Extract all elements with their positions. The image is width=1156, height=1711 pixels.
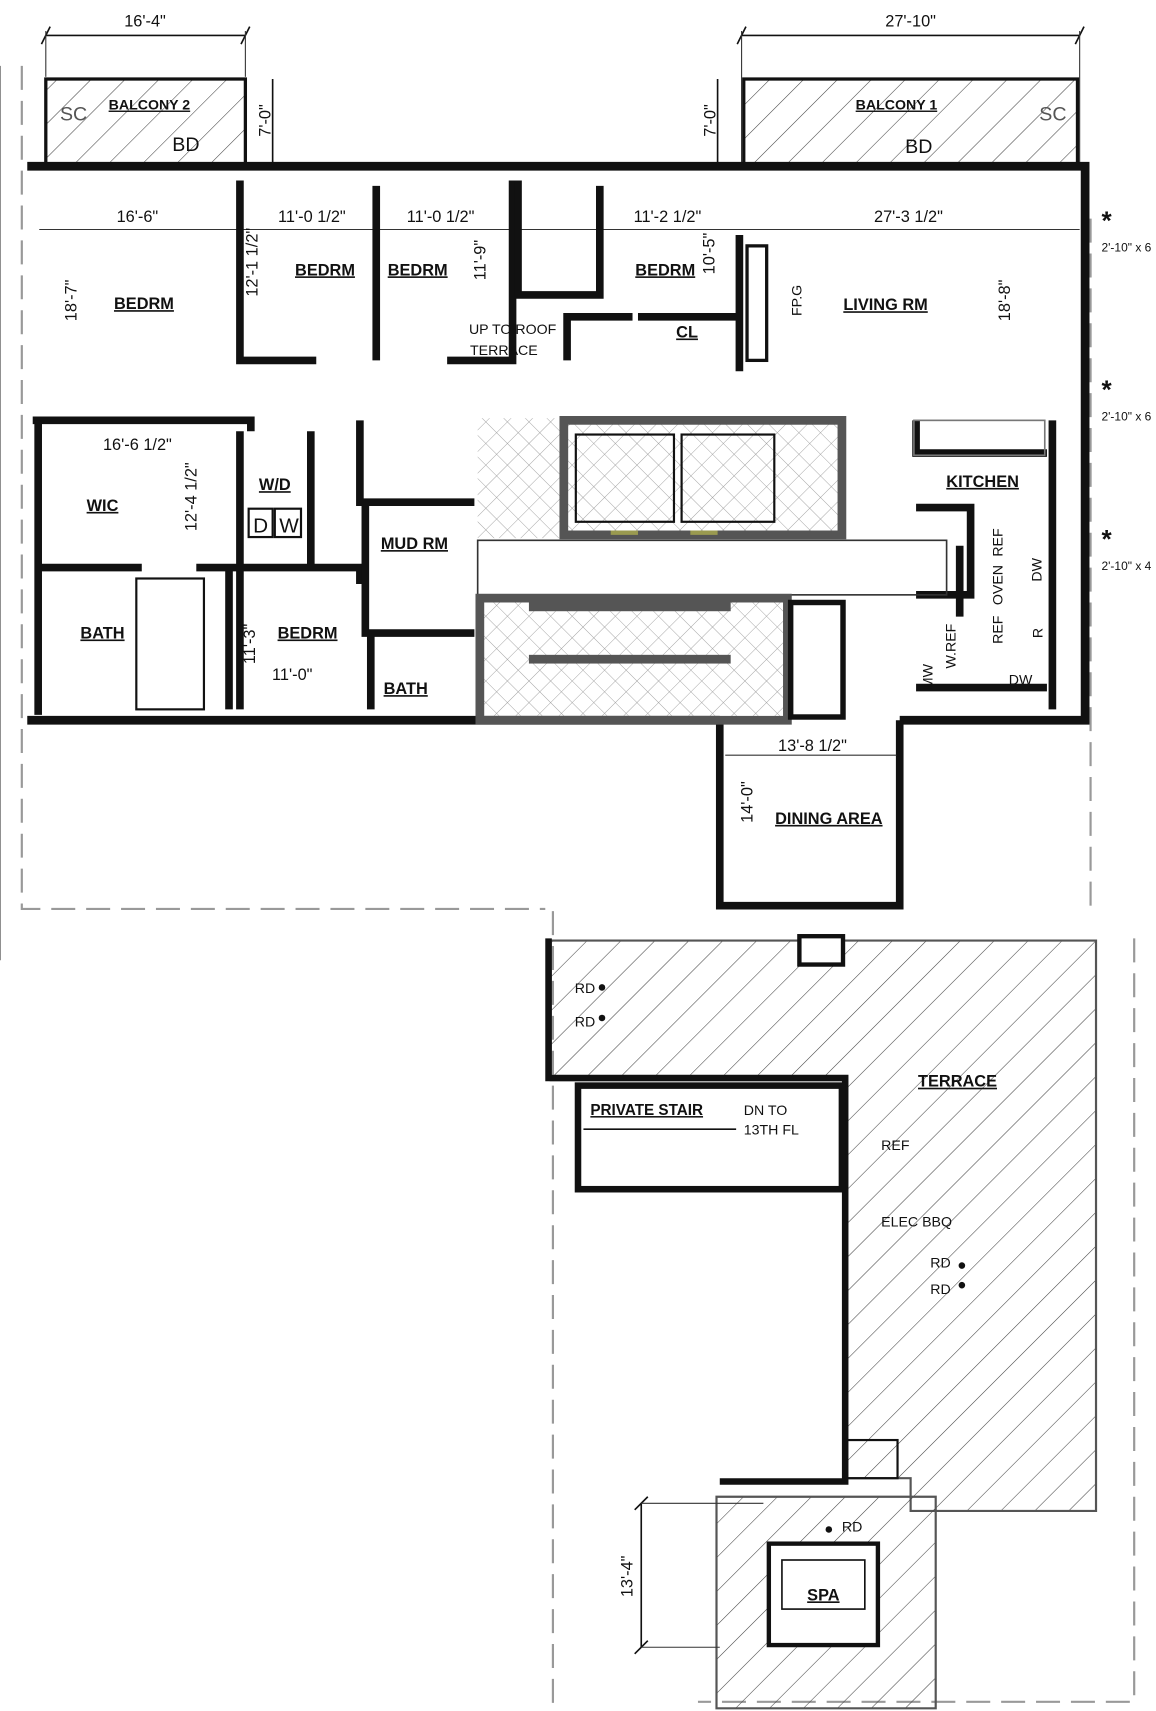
label-rd-5: RD <box>842 1520 862 1536</box>
roof-hatch <box>797 934 846 967</box>
washer <box>273 507 303 539</box>
dim-balcony1-width: 27'-10" <box>885 13 936 31</box>
label-mud-rm: MUD RM <box>381 535 448 553</box>
label-bedrm-3: BEDRM <box>388 261 448 279</box>
label-sc-balcony2: SC <box>60 103 87 125</box>
roof-drain-icons <box>598 984 966 1533</box>
dim-balcony2-width: 16'-4" <box>124 13 166 31</box>
label-bd-balcony1: BD <box>905 136 932 158</box>
shower <box>135 577 206 711</box>
dim-bedrm2-depth: 12'-1 1/2" <box>243 228 261 297</box>
label-bath-2: BATH <box>384 680 428 698</box>
label-rd-1: RD <box>575 981 595 997</box>
window-marker-b: * <box>1101 375 1112 405</box>
label-bedrm-1: BEDRM <box>114 295 174 313</box>
dim-bedrm1-width: 16'-6" <box>117 208 159 226</box>
label-rd-4: RD <box>930 1282 950 1298</box>
kitchen-counter <box>913 419 1046 457</box>
dim-bedrm3-depth: 11'-9" <box>471 240 489 281</box>
dimension-lines <box>39 26 1085 231</box>
label-dw: DW <box>1029 557 1045 581</box>
dim-wic-width: 16'-6 1/2" <box>103 436 172 454</box>
label-bedrm-2: BEDRM <box>295 261 355 279</box>
label-bedrm-5: BEDRM <box>278 624 338 642</box>
label-dryer: D <box>253 515 268 538</box>
window-note-a: 2'-10" x 6 <box>1101 240 1151 254</box>
label-bedrm-4: BEDRM <box>635 261 695 279</box>
label-bath-1: BATH <box>80 624 124 642</box>
label-dn-to: DN TO <box>744 1103 788 1119</box>
dim-bedrm1-depth: 18'-7" <box>62 279 80 321</box>
fireplace <box>745 244 769 363</box>
label-balcony-1: BALCONY 1 <box>856 98 938 114</box>
label-sc-balcony1: SC <box>1039 103 1066 125</box>
dim-dining-depth: 14'-0" <box>738 781 756 823</box>
label-washer: W <box>279 515 299 538</box>
building-core <box>475 416 948 725</box>
label-up-to-roof: UP TO ROOF <box>469 322 557 338</box>
terrace-steps <box>844 1438 899 1480</box>
label-ref: REF <box>991 528 1007 557</box>
label-up-to-roof-2: TERRACE <box>470 343 538 359</box>
dim-wic-depth: 12'-4 1/2" <box>182 462 200 531</box>
elevator-1 <box>574 433 676 523</box>
label-bd-balcony2: BD <box>172 134 199 156</box>
label-living-rm: LIVING RM <box>843 296 927 314</box>
dim-bedrm5-depth: 11'-3" <box>241 624 259 665</box>
window-marker-c: * <box>1101 524 1112 554</box>
label-mw: MW <box>920 663 936 689</box>
label-ref-2: REF <box>991 615 1007 644</box>
dim-balcony1-depth: 7'-0" <box>701 104 719 137</box>
dim-bedrm3-width: 11'-0 1/2" <box>407 208 475 226</box>
elevator-2 <box>680 433 776 523</box>
label-spa: SPA <box>807 1586 840 1604</box>
label-terrace-ref: REF <box>881 1138 910 1154</box>
dim-bedrm4-depth: 10'-5" <box>700 232 718 274</box>
dim-living-width: 27'-3 1/2" <box>874 208 943 226</box>
label-terrace: TERRACE <box>918 1073 997 1091</box>
label-oven: OVEN <box>991 565 1007 605</box>
private-stair-building <box>574 1082 846 1193</box>
dim-bedrm4-width: 11'-2 1/2" <box>634 208 702 226</box>
label-w-ref: W.REF <box>943 623 959 668</box>
label-r: R <box>1031 628 1047 638</box>
label-13th-fl: 13TH FL <box>744 1123 799 1139</box>
corridor <box>476 539 948 596</box>
label-cl: CL <box>676 323 698 341</box>
dim-balcony2-depth: 7'-0" <box>256 104 274 137</box>
label-private-stair: PRIVATE STAIR <box>590 1102 703 1119</box>
label-wd: W/D <box>259 476 291 494</box>
label-wic: WIC <box>87 497 119 515</box>
dim-living-depth: 18'-8" <box>996 279 1014 321</box>
label-rd-2: RD <box>575 1015 595 1031</box>
label-rd-3: RD <box>930 1256 950 1272</box>
label-kitchen: KITCHEN <box>946 473 1019 491</box>
dim-spa-depth: 13'-4" <box>619 1555 637 1597</box>
label-dw-2: DW <box>1009 672 1033 688</box>
dryer <box>247 507 274 539</box>
label-balcony-2: BALCONY 2 <box>109 98 191 114</box>
window-note-c: 2'-10" x 4 <box>1101 559 1151 573</box>
label-elec-bbq: ELEC BBQ <box>881 1214 952 1230</box>
window-note-b: 2'-10" x 6 <box>1101 409 1151 423</box>
dim-dining-width: 13'-8 1/2" <box>778 737 847 755</box>
dim-bedrm2-width: 11'-0 1/2" <box>278 208 346 226</box>
label-fpg: FP.G <box>790 285 806 316</box>
terrace-area <box>549 939 1098 1513</box>
dim-bedrm5-width: 11'-0" <box>272 666 313 684</box>
window-marker-a: * <box>1101 206 1112 236</box>
label-dining-area: DINING AREA <box>775 810 883 828</box>
